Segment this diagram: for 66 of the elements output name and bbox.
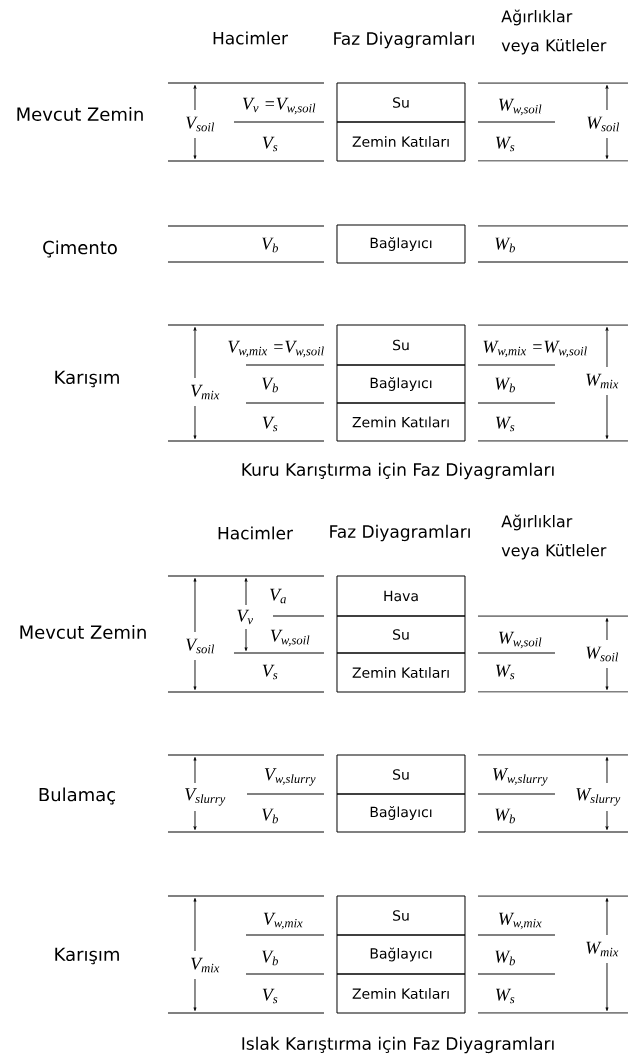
phase-cell: Su	[336, 754, 466, 795]
symbol-label: V$_{s}$	[262, 416, 278, 432]
symbol-label: W$_{mix}$	[586, 373, 619, 389]
symbol-label: W$_{w,soil}$	[499, 98, 542, 116]
phase-cell: Zemin Katıları	[336, 652, 466, 693]
symbol-label: W$_{s}$	[496, 664, 515, 680]
symbol-label: W$_{w,soil}$	[499, 631, 542, 649]
symbol-label: W$_{b}$	[495, 237, 515, 253]
column-heading: Ağırlıklar veya Kütleler	[501, 514, 607, 560]
phase-cell: Su	[336, 324, 466, 366]
symbol-label: W$_{soil}$	[586, 646, 619, 662]
symbol-label: V$_{b}$	[262, 377, 278, 393]
row-label: Karışım	[55, 370, 119, 388]
phase-cell: Su	[336, 895, 466, 936]
symbol-label: V$_{soil}$	[186, 638, 215, 654]
symbol-label: V$_{w,slurry}$	[264, 768, 316, 786]
symbol-label: V$_{b}$	[262, 808, 278, 824]
caption: Islak Karıştırma için Faz Diyagramları	[242, 1036, 554, 1054]
symbol-label: V$_{w,mix}$	[263, 912, 303, 930]
row-label: Mevcut Zemin	[17, 107, 143, 121]
column-heading: Ağırlıklar veya Kütleler	[501, 9, 607, 55]
column-heading: Faz Diyagramları	[330, 524, 470, 542]
column-heading: Faz Diyagramları	[334, 31, 474, 49]
phase-cell: Bağlayıcı	[336, 934, 466, 975]
phase-cell: Bağlayıcı	[336, 793, 466, 833]
row-label: Karışım	[55, 947, 119, 965]
phase-cell: Zemin Katıları	[336, 973, 466, 1014]
symbol-label: W$_{soil}$	[587, 116, 620, 132]
phase-cell: Bağlayıcı	[336, 364, 466, 404]
symbol-label: V$_{s}$	[262, 664, 278, 680]
symbol-label: W$_{w,slurry}$	[493, 768, 548, 786]
symbol-label: V$_{v}$	[237, 609, 254, 625]
symbol-label: W$_{mix}$	[586, 941, 619, 957]
phase-cell: Hava	[336, 575, 466, 617]
symbol-label: V$_{mix}$	[191, 384, 220, 400]
symbol-label: V$_{s}$	[262, 988, 278, 1004]
symbol-label: W$_{b}$	[495, 950, 515, 966]
row-label: Çimento	[43, 240, 117, 258]
symbol-label: W$_{s}$	[496, 136, 515, 152]
symbol-label: W$_{w,mix}$	[499, 912, 542, 930]
symbol-label: V$_{b}$	[262, 237, 278, 253]
caption: Kuru Karıştırma için Faz Diyagramları	[242, 462, 554, 480]
symbol-label: V$_{v}$ =V$_{w,soil}$	[242, 97, 316, 115]
row-label: Mevcut Zemin	[20, 625, 146, 639]
row-label: Bulamaç	[39, 787, 115, 805]
symbol-label: W$_{s}$	[496, 988, 515, 1004]
phase-cell: Zemin Katıları	[336, 121, 466, 162]
phase-cell: Su	[336, 615, 466, 654]
symbol-label: V$_{slurry}$	[185, 788, 226, 806]
symbol-label: V$_{mix}$	[191, 957, 220, 973]
phase-cell: Bağlayıcı	[336, 224, 466, 264]
symbol-label: W$_{w,mix}$ =W$_{w,soil}$	[483, 340, 587, 358]
symbol-label: V$_{w,soil}$	[270, 629, 310, 647]
phase-cell: Zemin Katıları	[336, 402, 466, 442]
symbol-label: W$_{slurry}$	[576, 788, 621, 806]
phase-cell: Su	[336, 82, 466, 123]
symbol-label: V$_{s}$	[262, 136, 278, 152]
column-heading: Hacimler	[218, 526, 293, 540]
symbol-label: W$_{b}$	[495, 808, 515, 824]
symbol-label: V$_{a}$	[270, 588, 286, 604]
symbol-label: V$_{w,mix}$ =V$_{w,soil}$	[228, 340, 324, 358]
symbol-label: W$_{s}$	[496, 416, 515, 432]
symbol-label: V$_{b}$	[262, 950, 278, 966]
column-heading: Hacimler	[213, 31, 288, 45]
symbol-label: V$_{soil}$	[186, 116, 215, 132]
symbol-label: W$_{b}$	[495, 377, 515, 393]
